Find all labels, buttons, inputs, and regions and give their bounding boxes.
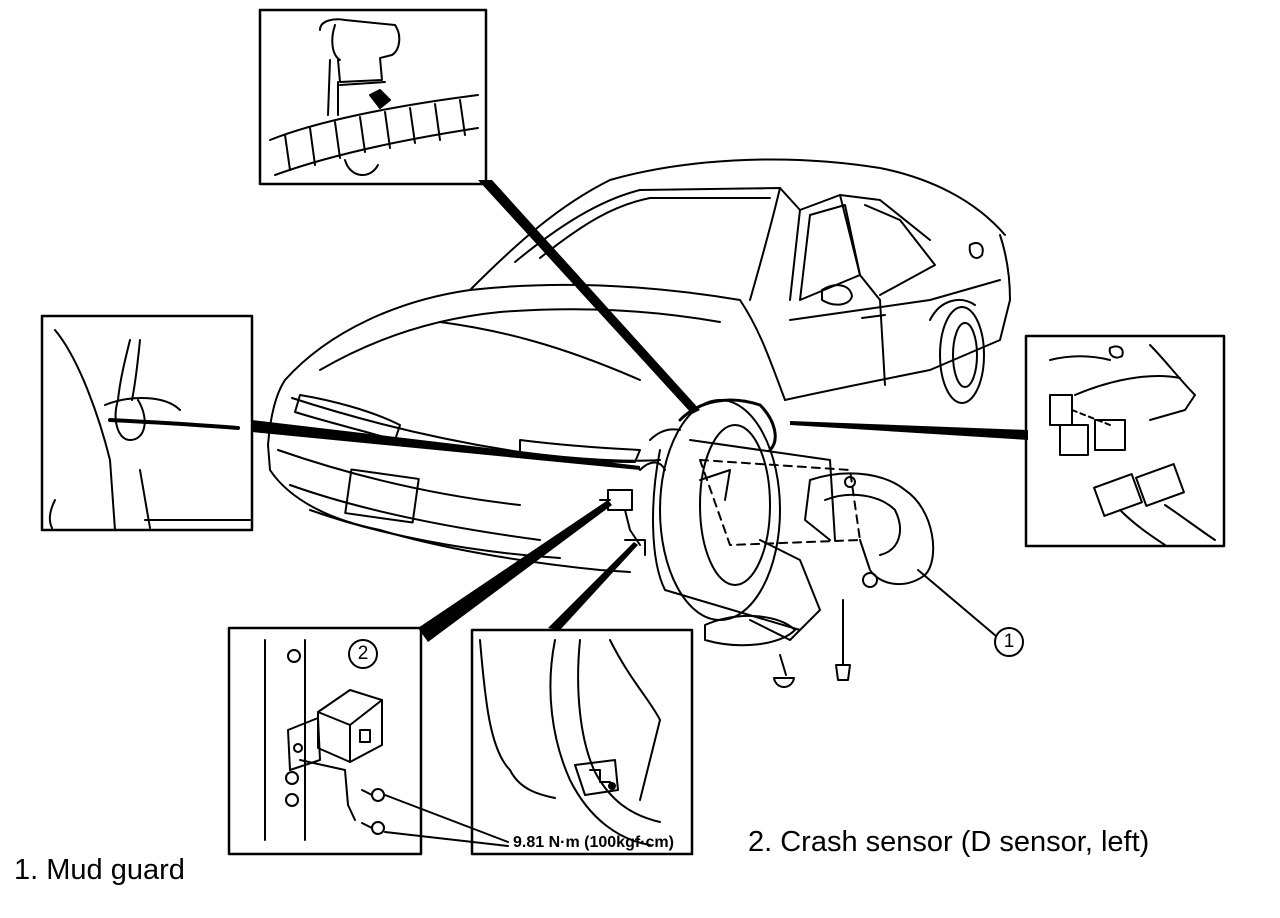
inset-clip-detail [470,628,694,856]
inset-harness-clip [258,8,488,186]
legend-item-crash-sensor: 2. Crash sensor (D sensor, left) [748,826,1150,858]
leader-torque-2 [384,831,509,847]
wheel-well-assembly [639,398,861,631]
callout-2-circle [348,639,378,669]
crash-sensor-on-car [599,489,646,556]
leader-left [252,420,640,470]
leader-bottom-left [418,500,612,642]
legend-item-mud-guard: 1. Mud guard [14,854,185,886]
inset-crash-sensor [227,626,423,856]
leader-top [478,180,700,414]
callout-2-label: 2 [357,643,369,664]
leader-callout-1 [917,569,997,637]
mud-guard [704,472,935,688]
torque-spec-label: 9.81 N·m (100kgf·cm) [513,834,674,851]
inset-harness-tie [40,314,254,532]
car-illustration [267,158,1011,573]
leader-right [790,421,1028,440]
inset-connectors [1024,334,1226,548]
leader-bottom-center [548,542,638,630]
leader-torque-1 [384,794,509,843]
callout-1-circle [994,627,1024,657]
leader-lines [252,180,1028,642]
callout-1-label: 1 [1003,631,1015,652]
